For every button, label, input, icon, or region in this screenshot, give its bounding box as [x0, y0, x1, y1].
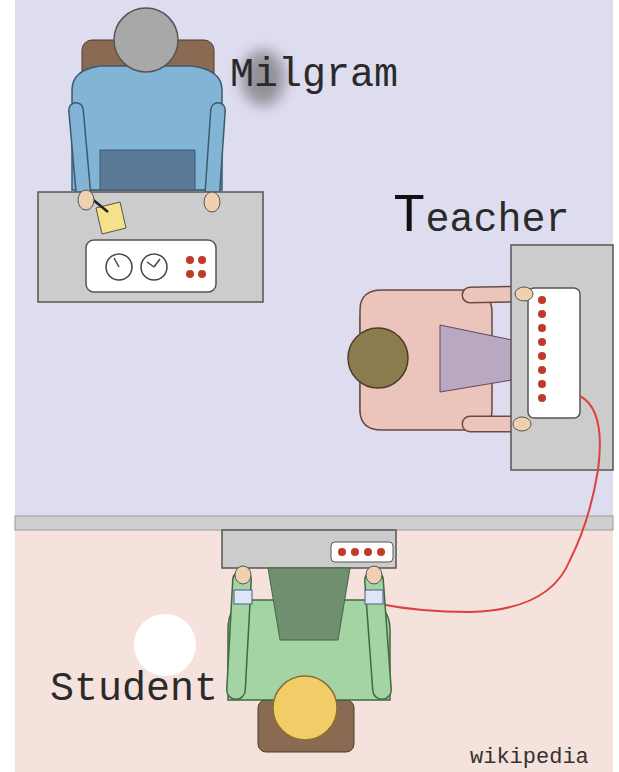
watermark: wikipedia [470, 747, 589, 769]
person-label: Milgram [230, 56, 398, 96]
person-label: Teacher [393, 190, 569, 244]
person-label: Student [50, 670, 218, 710]
